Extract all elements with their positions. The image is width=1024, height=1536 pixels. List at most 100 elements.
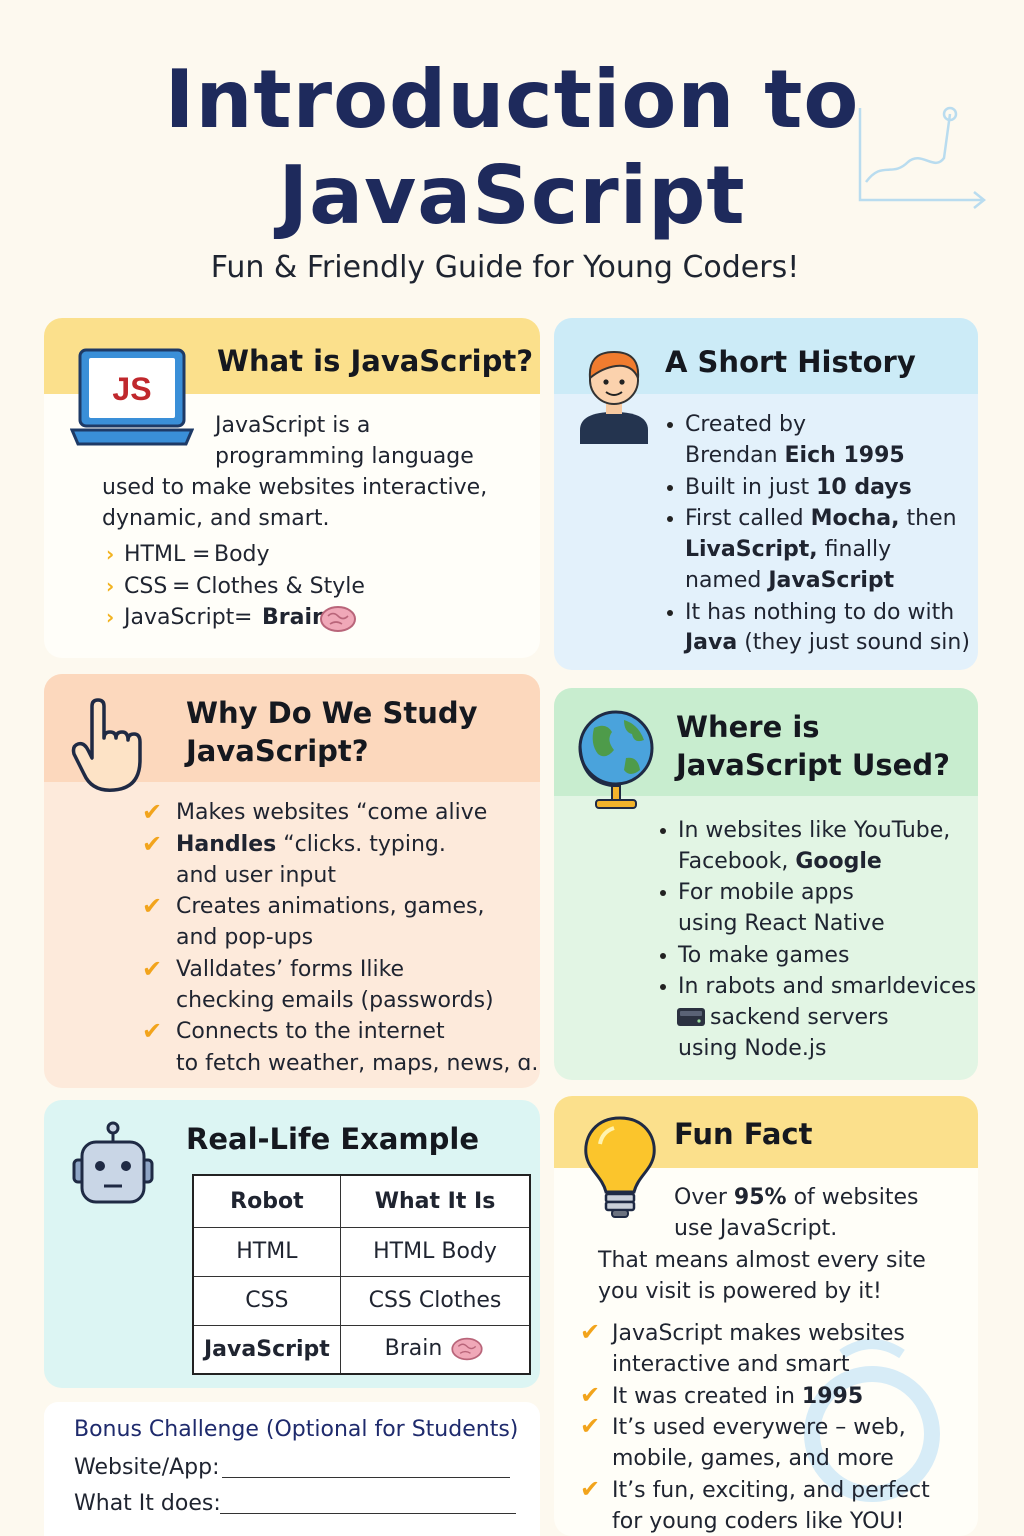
table-cell: JavaScript [192,1324,341,1375]
laptop-label: JS [112,371,151,407]
analogy-term: JavaScript [124,605,235,630]
chevron-icon: › [106,542,115,566]
usage-item: In rabots and smarldevices [659,971,976,1002]
field-label: What It does: [74,1491,221,1516]
brain-icon [320,606,356,632]
comparison-table: Robot What It Is HTML HTML Body CSS CSS … [192,1174,532,1375]
column-header: What It Is [339,1174,531,1228]
history-item-cont: LivaScript, finally [685,537,892,562]
table-row: CSS CSS Clothes [192,1275,531,1326]
chart-doodle-icon [858,106,987,209]
reason-item: Creates animations, games, [176,894,485,919]
history-card: A Short History Created by Brendan Eich … [554,318,978,670]
person-avatar-icon [580,350,648,444]
history-item: Built in just 10 days [667,472,912,503]
what-is-js-card: JS What is JavaScript? JavaScript is a p… [44,318,540,658]
analogy-meaning: Clothes & Style [196,574,365,599]
check-icon: ✔ [580,1318,601,1346]
chevron-icon: › [106,605,115,629]
summary-item-cont: mobile, games, and more [612,1446,894,1471]
analogy-meaning: Brain [262,605,328,630]
fun-fact-card: Fun Fact Over 95% of websites use JavaSc… [554,1096,978,1536]
table-cell: HTML [192,1226,341,1277]
table-cell: Brain [339,1324,531,1375]
fact-line: That means almost every site [598,1248,926,1273]
check-icon: ✔ [580,1475,601,1503]
summary-item: It’s fun, exciting, and perfect [612,1478,930,1503]
usage-item: To make games [659,940,849,971]
table-row: HTML HTML Body [192,1226,531,1277]
check-icon: ✔ [142,955,163,983]
table-header-row: Robot What It Is [192,1174,531,1228]
desc-line-4: dynamic, and smart. [102,506,330,531]
bonus-challenge-card: Bonus Challenge (Optional for Students) … [44,1402,540,1536]
table-cell: HTML Body [339,1226,531,1277]
check-icon: ✔ [580,1381,601,1409]
desc-line-2: programming language [215,444,474,469]
page-title: Introduction to JavaScript [0,52,1024,244]
check-icon: ✔ [142,892,163,920]
check-icon: ✔ [142,1017,163,1045]
equals-sign: = [192,542,211,567]
equals-sign: = [234,605,253,630]
reason-item: Connects to the internet [176,1019,445,1044]
page-subtitle: Fun & Friendly Guide for Young Coders! [210,250,800,285]
analogy-term: HTML [124,542,186,567]
history-item-cont: Brendan Eich 1995 [685,443,905,468]
reason-item-cont: to fetch weather, maps, news, ɑ. [176,1051,539,1076]
card-title: What is JavaScript? [217,344,534,378]
usage-item-cont: Facebook, Google [678,849,882,874]
usage-item-cont: using Node.js [678,1036,827,1061]
pointing-hand-icon [71,698,142,792]
history-item: Created by [666,409,806,440]
summary-item: It’s used everywere – web, [612,1415,906,1440]
usage-item-cont: using React Native [678,911,885,936]
usage-item-cont: sackend servers [710,1005,889,1030]
reason-item-cont: and user input [176,863,336,888]
table-cell-text: Brain [384,1336,443,1362]
brain-icon [451,1337,483,1361]
lightbulb-icon [584,1116,656,1218]
history-item-cont: Java (they just sound sin) [685,630,970,655]
card-title: A Short History [665,345,916,379]
robot-watermark-icon [804,1339,940,1502]
answer-line-what-it-does[interactable] [220,1512,516,1514]
laptop-js-icon: JS [70,348,194,446]
check-icon: ✔ [580,1412,601,1440]
usage-item: For mobile apps [660,877,854,908]
answer-line-website[interactable] [222,1476,510,1478]
column-header: Robot [192,1174,341,1228]
summary-item: JavaScript makes websites [612,1321,905,1346]
reason-item: Handles “clicks. typing. [176,832,446,857]
server-icon [677,1008,705,1026]
reason-item: Makes websites “come alive [176,800,488,825]
fact-line: use JavaScript. [674,1216,838,1241]
check-icon: ✔ [142,830,163,858]
summary-item-cont: for young coders like YOU! [612,1509,905,1534]
analogy-meaning: Body [214,542,270,567]
check-icon: ✔ [142,798,163,826]
card-title: Fun Fact [674,1117,813,1151]
analogy-term: CSS [124,574,168,599]
table-row: JavaScript Brain [192,1324,531,1375]
history-item-cont: named JavaScript [685,568,895,593]
table-cell: CSS Clothes [339,1275,531,1326]
field-label: Website/App: [74,1455,220,1480]
history-item: It has nothing to do with [666,597,954,628]
chevron-icon: › [106,574,115,598]
reason-item-cont: and pop-ups [176,925,314,950]
real-life-example-card: Real-Life Example Robot What It Is HTML … [44,1100,540,1388]
fact-line: you visit is powered by it! [598,1279,882,1304]
globe-icon [578,710,654,809]
bonus-heading: Bonus Challenge (Optional for Students) [74,1417,519,1442]
usage-item: In websites like YouTube, [659,815,950,846]
reason-item: Valldates’ forms Ilike [176,957,405,982]
table-cell: CSS [192,1275,341,1326]
desc-line-1: JavaScript is a [215,413,371,438]
summary-item-cont: interactive and smart [612,1352,850,1377]
title-line-1: Introduction to [164,53,860,146]
